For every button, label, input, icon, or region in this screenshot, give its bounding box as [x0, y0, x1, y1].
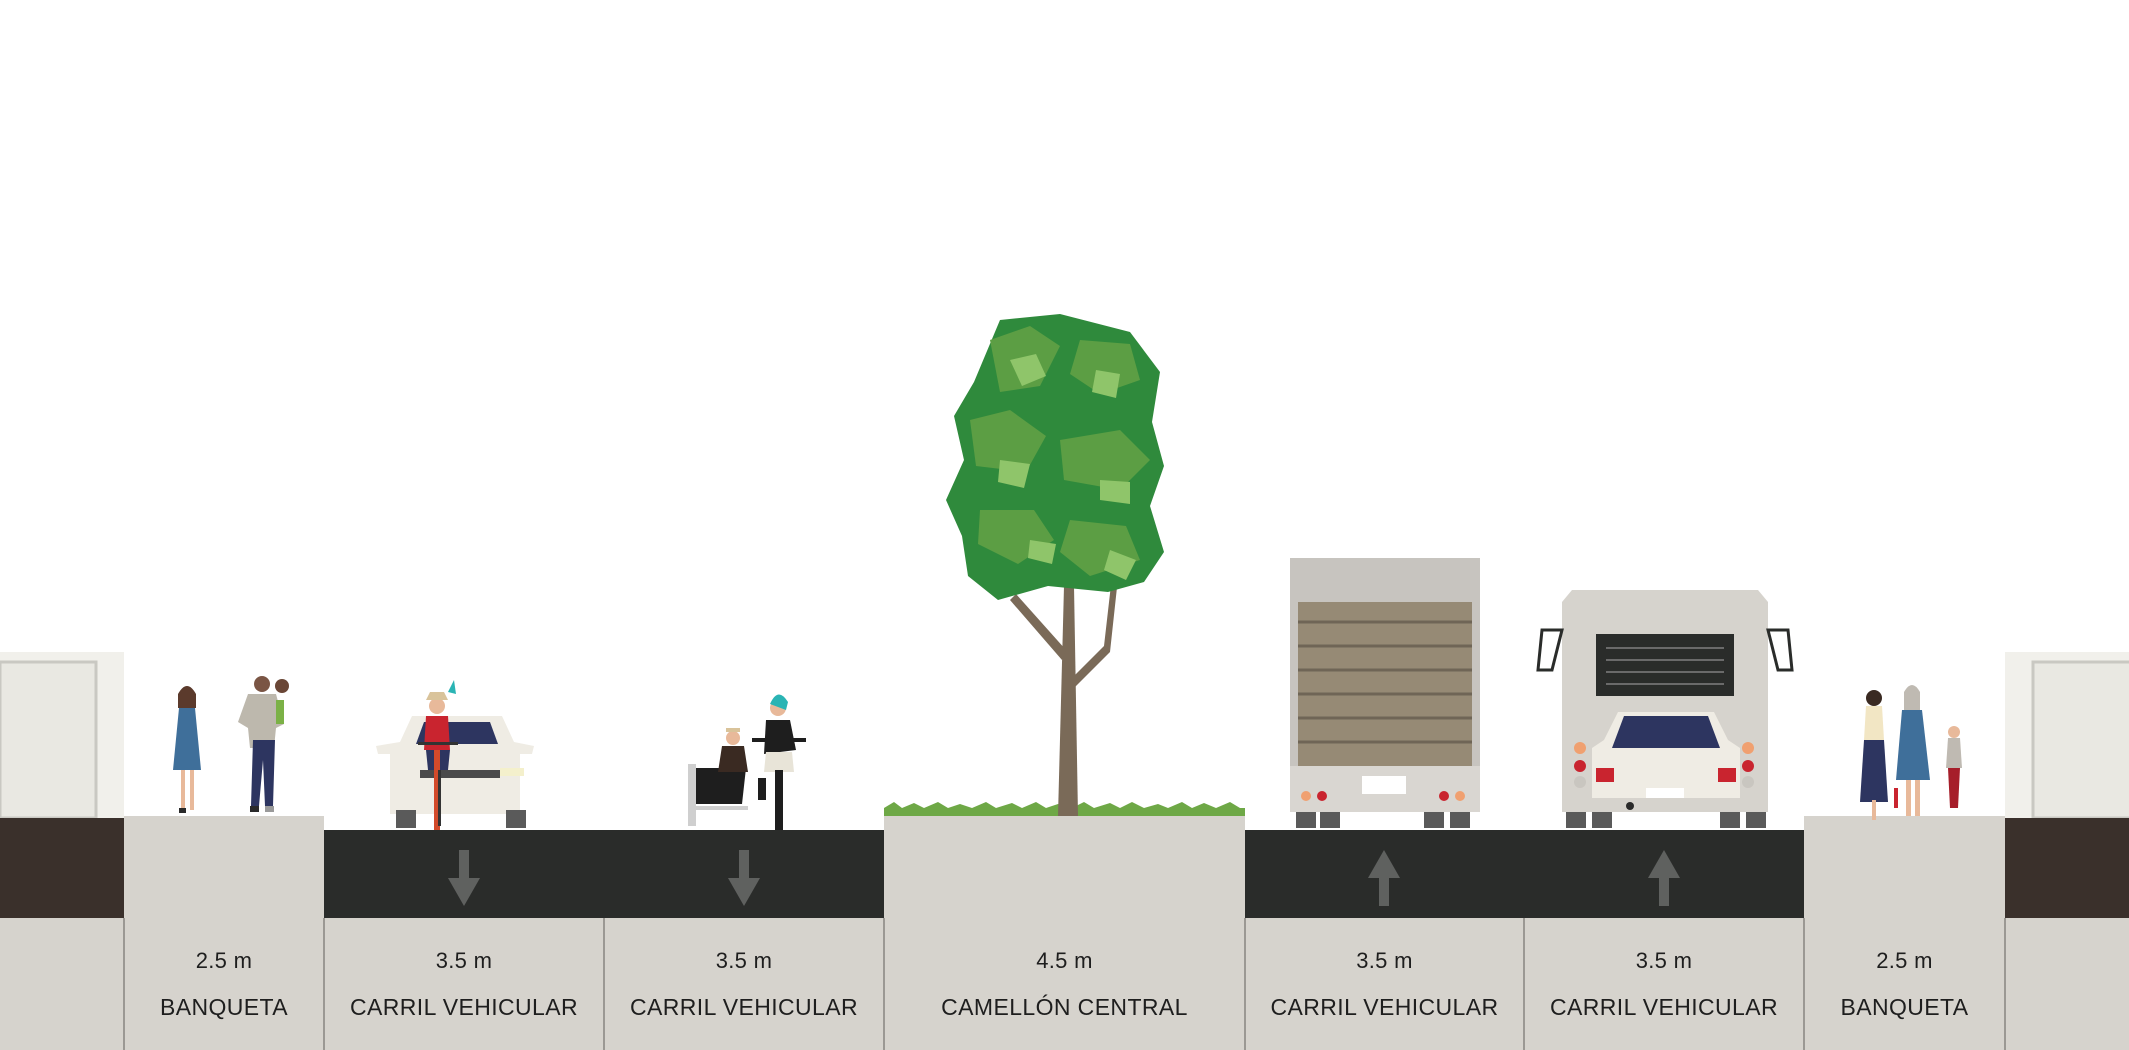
segment-label-left-sidewalk: 2.5 m BANQUETA — [124, 918, 324, 1050]
segment-name: CARRIL VEHICULAR — [350, 994, 578, 1020]
arrow-down-icon — [728, 850, 760, 906]
segment-width: 4.5 m — [1036, 948, 1093, 973]
car-rear-icon — [1592, 712, 1740, 810]
segment-label-lane-1: 3.5 m CARRIL VEHICULAR — [324, 918, 604, 1050]
segment-name: CARRIL VEHICULAR — [1550, 994, 1778, 1020]
cyclist-icon — [418, 680, 458, 830]
pedestrian-parent-child-icon — [238, 676, 289, 812]
left-building — [0, 652, 124, 918]
segment-name: BANQUETA — [1840, 994, 1969, 1020]
segment-name: CAMELLÓN CENTRAL — [941, 994, 1188, 1020]
right-sidewalk-surface — [1804, 816, 2005, 918]
pedestrian-group-icon — [1860, 685, 1962, 820]
box-truck-rear-icon — [1290, 558, 1480, 828]
arrow-down-icon — [448, 850, 480, 906]
segment-label-right-sidewalk: 2.5 m BANQUETA — [1804, 918, 2005, 1050]
tree-icon — [946, 314, 1164, 816]
median-surface — [884, 816, 1245, 918]
arrow-up-icon — [1648, 850, 1680, 906]
segment-name: CARRIL VEHICULAR — [1270, 994, 1499, 1020]
segment-width: 2.5 m — [195, 948, 253, 973]
segment-label-lane-3: 3.5 m CARRIL VEHICULAR — [1245, 918, 1524, 1050]
segment-label-median: 4.5 m CAMELLÓN CENTRAL — [884, 918, 1245, 1050]
label-dividers — [123, 918, 2006, 1050]
pedestrian-woman-icon — [173, 686, 201, 813]
segment-label-lane-4: 3.5 m CARRIL VEHICULAR — [1524, 918, 1804, 1050]
segment-width: 3.5 m — [1356, 948, 1413, 973]
car-front-icon — [376, 716, 534, 828]
arrow-up-icon — [1368, 850, 1400, 906]
right-building — [2005, 652, 2129, 918]
motorcycle-sidecar-icon — [688, 694, 806, 830]
segment-label-lane-2: 3.5 m CARRIL VEHICULAR — [604, 918, 884, 1050]
segment-width: 3.5 m — [715, 948, 773, 973]
segment-width: 3.5 m — [435, 948, 493, 973]
label-band — [0, 918, 2129, 1050]
segment-width: 3.5 m — [1635, 948, 1693, 973]
segment-name: BANQUETA — [159, 994, 288, 1020]
segment-width: 2.5 m — [1876, 948, 1933, 973]
left-sidewalk-surface — [124, 816, 324, 918]
segment-name: CARRIL VEHICULAR — [630, 994, 858, 1020]
